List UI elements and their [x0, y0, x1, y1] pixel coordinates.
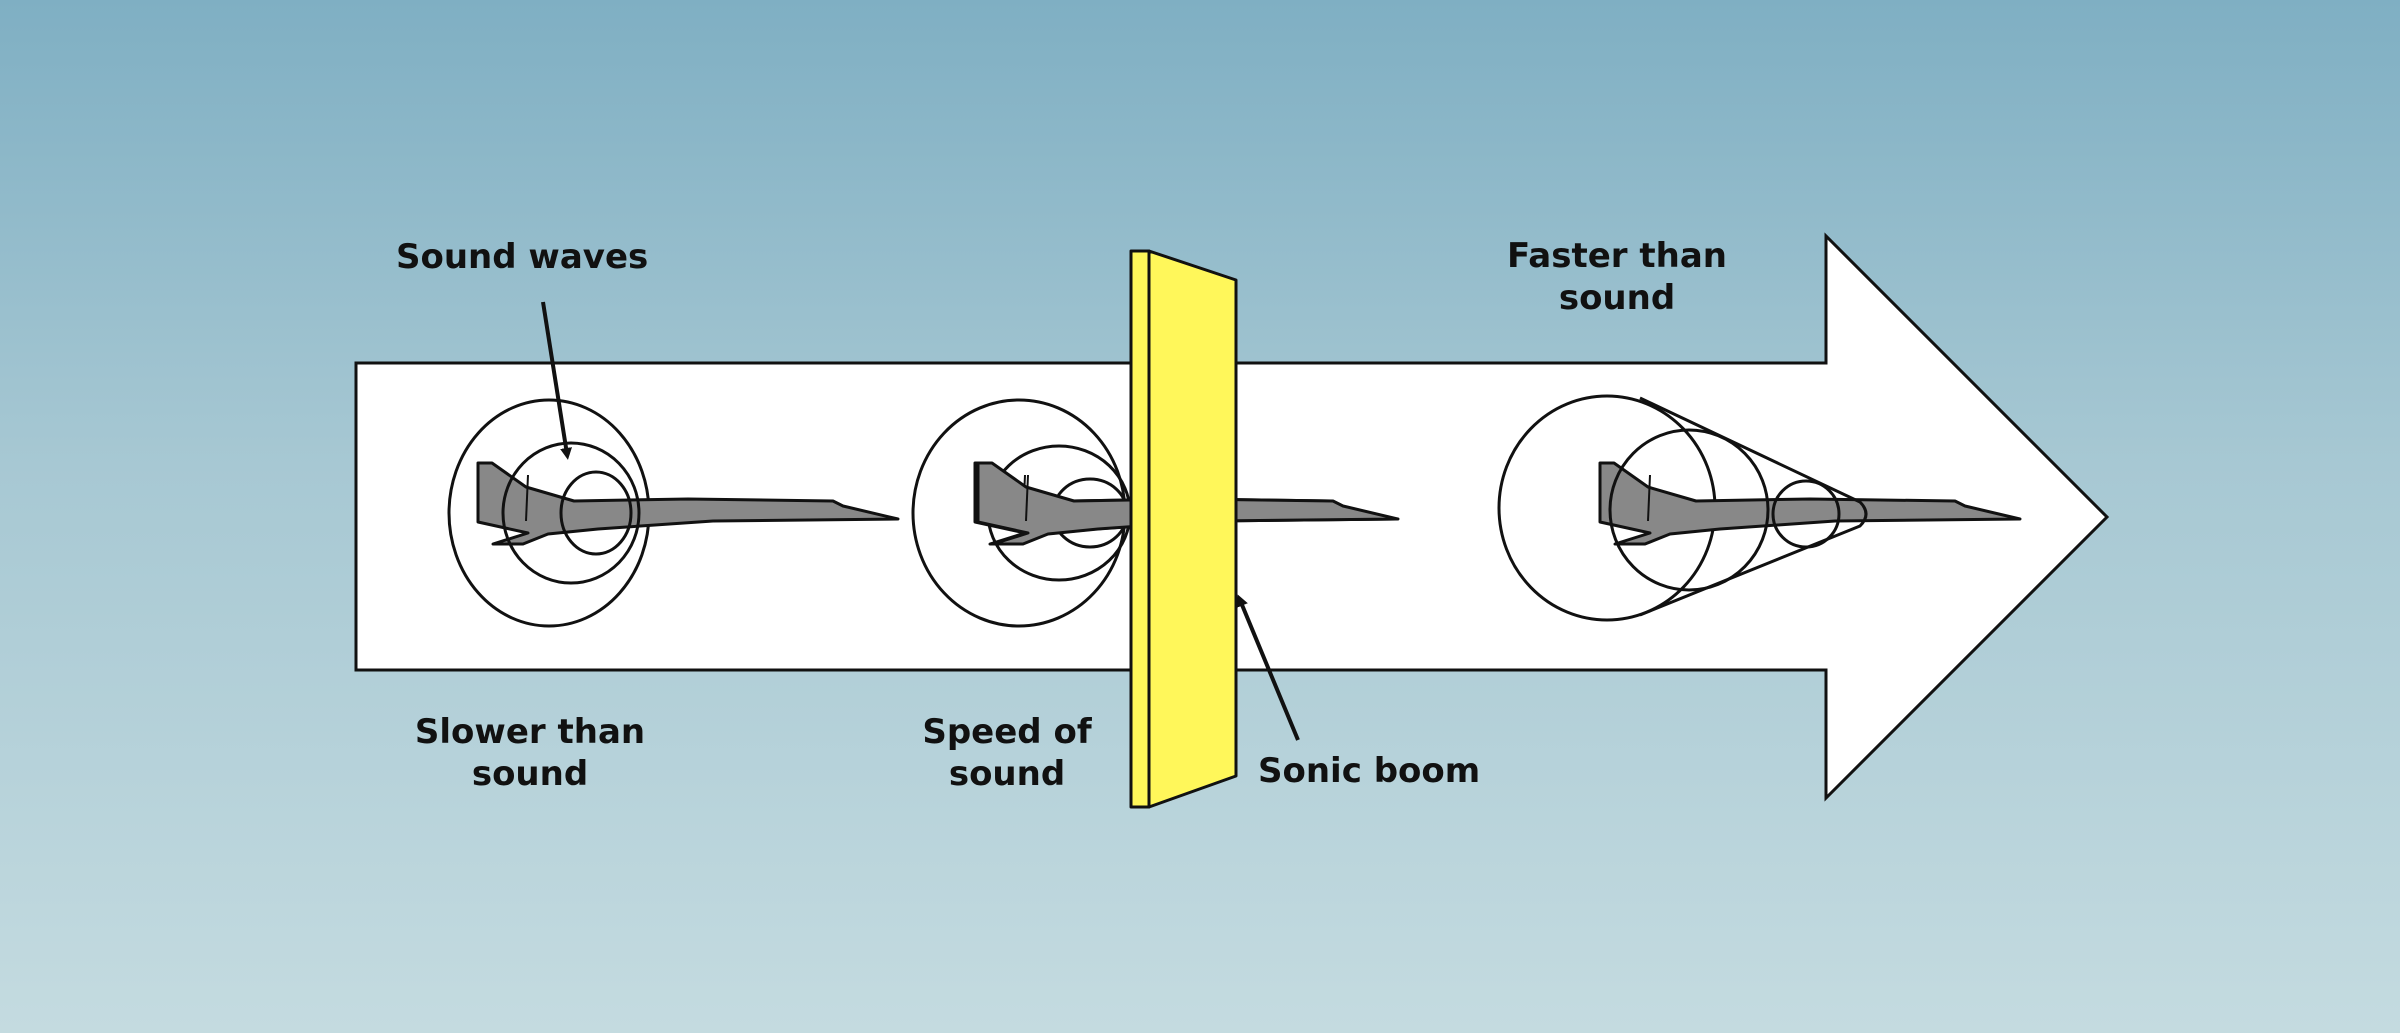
slower-than-sound-label: Slower than sound: [414, 712, 646, 794]
speed-of-sound-label: Speed of sound: [922, 712, 1092, 794]
sonic-boom-label: Sonic boom: [1258, 751, 1481, 791]
sound-wave-circle: [501, 441, 641, 585]
sound-waves-label: Sound waves: [396, 237, 649, 277]
faster-than-sound-group: [1497, 394, 2022, 622]
sonic-boom-pointer: [1236, 594, 1300, 741]
faster-than-sound-label: Faster than sound: [1507, 236, 1727, 318]
sound-wave-circle: [559, 470, 633, 556]
sound-wave-circle: [1608, 428, 1770, 592]
sound-waves-pointer: [541, 301, 572, 460]
slower-than-sound-group: [447, 398, 900, 628]
sonic-boom-barrier: [1129, 249, 1238, 809]
shock-cone: [1639, 396, 1868, 617]
